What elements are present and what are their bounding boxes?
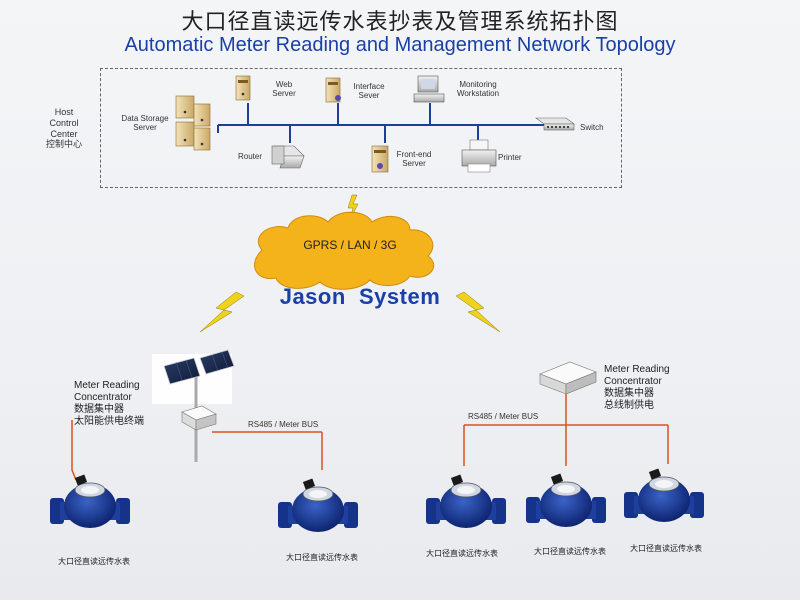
- host-line1: Host: [54, 107, 74, 117]
- bus-wiring: [71, 394, 669, 481]
- monitoring-workstation-line2: Workstation: [456, 89, 500, 98]
- lightning-bolt-right-icon: [455, 291, 501, 333]
- cloud-label: GPRS / LAN / 3G: [303, 238, 397, 252]
- router-label: Router: [238, 152, 263, 161]
- web-server-label: Web Server: [264, 80, 304, 98]
- meter-label-1: 大口径直读远传水表: [58, 557, 130, 566]
- right-concentrator-line1: Meter Reading: [604, 364, 670, 375]
- water-meters: [50, 468, 704, 532]
- host-line2: Control: [49, 118, 79, 128]
- water-meter-icon: [624, 468, 704, 522]
- data-storage-server-line2: Server: [133, 123, 157, 132]
- switch-icon: [535, 117, 575, 131]
- left-concentrator-line3: 数据集中器: [74, 404, 124, 415]
- right-concentrator-line4: 总线制供电: [604, 400, 654, 411]
- interface-server-label: Interface Sever: [346, 82, 392, 100]
- meter-label-5: 大口径直读远传水表: [630, 544, 702, 553]
- host-line4: 控制中心: [45, 140, 82, 150]
- meter-label-3: 大口径直读远传水表: [426, 549, 498, 558]
- right-concentrator-line3: 数据集中器: [604, 388, 654, 399]
- monitoring-workstation-icon: [413, 75, 445, 103]
- water-meter-icon: [50, 474, 130, 528]
- left-concentrator-device-icon: [181, 405, 217, 431]
- title-chinese: 大口径直读远传水表抄表及管理系统拓扑图: [181, 10, 619, 35]
- frontend-server-line2: Server: [402, 159, 426, 168]
- switch-label: Switch: [580, 123, 604, 132]
- interface-server-line2: Sever: [358, 91, 380, 100]
- frontend-server-line1: Front-end: [396, 150, 432, 159]
- left-concentrator-line4: 太阳能供电终端: [74, 416, 144, 427]
- monitoring-workstation-label: Monitoring Workstation: [448, 80, 508, 98]
- title-english: Automatic Meter Reading and Management N…: [124, 34, 676, 56]
- right-bus-label: RS485 / Meter BUS: [468, 412, 539, 421]
- web-server-line2: Server: [272, 89, 296, 98]
- interface-server-icon: [325, 77, 341, 103]
- solar-panel-icon: [152, 349, 235, 462]
- water-meter-icon: [526, 473, 606, 527]
- data-storage-server-icon: [175, 95, 211, 151]
- printer-icon: [461, 139, 497, 173]
- water-meter-icon: [426, 474, 506, 528]
- meter-label-4: 大口径直读远传水表: [534, 547, 606, 556]
- web-server-icon: [235, 75, 251, 101]
- web-server-line1: Web: [275, 80, 293, 89]
- meter-label-2: 大口径直读远传水表: [286, 553, 358, 562]
- network-backbone: [217, 103, 545, 143]
- host-line3: Center: [50, 129, 78, 139]
- data-storage-server-line1: Data Storage: [121, 114, 169, 123]
- left-bus-label: RS485 / Meter BUS: [248, 420, 319, 429]
- right-concentrator-line2: Concentrator: [604, 376, 662, 387]
- frontend-server-icon: [371, 145, 389, 173]
- printer-label: Printer: [498, 153, 522, 162]
- left-concentrator-label: Meter Reading Concentrator 数据集中器 太阳能供电终端: [74, 380, 194, 428]
- host-control-center-label: Host Control Center 控制中心: [35, 107, 93, 151]
- left-concentrator-line1: Meter Reading: [74, 380, 140, 391]
- lightning-bolt-left-icon: [199, 291, 245, 333]
- control-center-box: [100, 68, 622, 188]
- left-concentrator-line2: Concentrator: [74, 392, 132, 403]
- router-icon: [271, 145, 305, 169]
- water-meter-icon: [278, 478, 358, 532]
- interface-server-line1: Interface: [353, 82, 385, 91]
- cloud-network-icon: [254, 211, 435, 290]
- system-name: Jason System: [279, 284, 441, 309]
- frontend-server-label: Front-end Server: [392, 150, 436, 168]
- right-concentrator-label: Meter Reading Concentrator 数据集中器 总线制供电: [604, 364, 724, 412]
- data-storage-server-label: Data Storage Server: [116, 114, 174, 132]
- monitoring-workstation-line1: Monitoring: [459, 80, 497, 89]
- right-concentrator-device-icon: [539, 361, 597, 395]
